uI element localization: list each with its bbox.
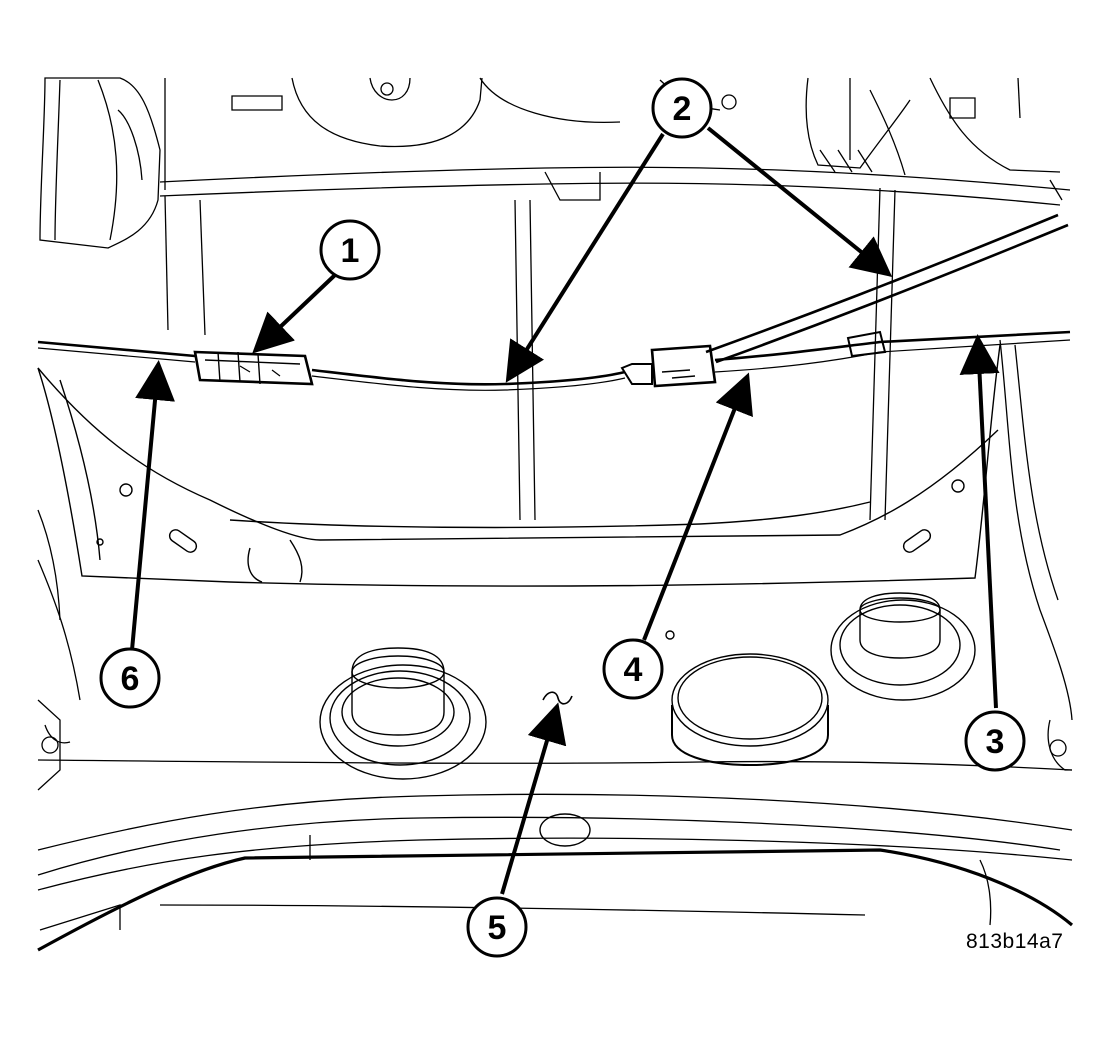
callout-5: 5 bbox=[466, 896, 528, 958]
upper-chassis bbox=[39, 77, 1061, 249]
leader-arrow-3 bbox=[959, 334, 1000, 709]
callout-6-label: 6 bbox=[121, 660, 140, 698]
leader-arrow-4 bbox=[642, 372, 753, 641]
floor-plugs bbox=[319, 592, 976, 847]
side-rails bbox=[37, 339, 1073, 791]
figure-id-label: 813b14a7 bbox=[966, 930, 1064, 953]
leader-arrow-6 bbox=[130, 360, 175, 651]
part-5-marker bbox=[542, 691, 573, 705]
leader-arrow-5 bbox=[500, 702, 567, 895]
callout-1-label: 1 bbox=[341, 232, 360, 270]
callout-2-label: 2 bbox=[673, 90, 692, 128]
callout-6: 6 bbox=[99, 647, 161, 709]
leader-arrow-2b bbox=[706, 126, 893, 278]
leader-arrow-1 bbox=[252, 273, 337, 354]
callout-2: 2 bbox=[651, 77, 713, 139]
callout-4: 4 bbox=[602, 638, 664, 700]
callout-3-label: 3 bbox=[986, 723, 1005, 761]
rear-frame bbox=[37, 759, 1074, 952]
parking-brake-cable bbox=[37, 213, 1071, 391]
callout-4-label: 4 bbox=[624, 651, 643, 689]
callout-5-label: 5 bbox=[488, 909, 507, 947]
leader-lines bbox=[130, 126, 1000, 895]
callout-3: 3 bbox=[964, 710, 1026, 772]
leader-arrow-2a bbox=[505, 132, 665, 383]
crossmember bbox=[159, 166, 1071, 521]
callout-1: 1 bbox=[319, 219, 381, 281]
